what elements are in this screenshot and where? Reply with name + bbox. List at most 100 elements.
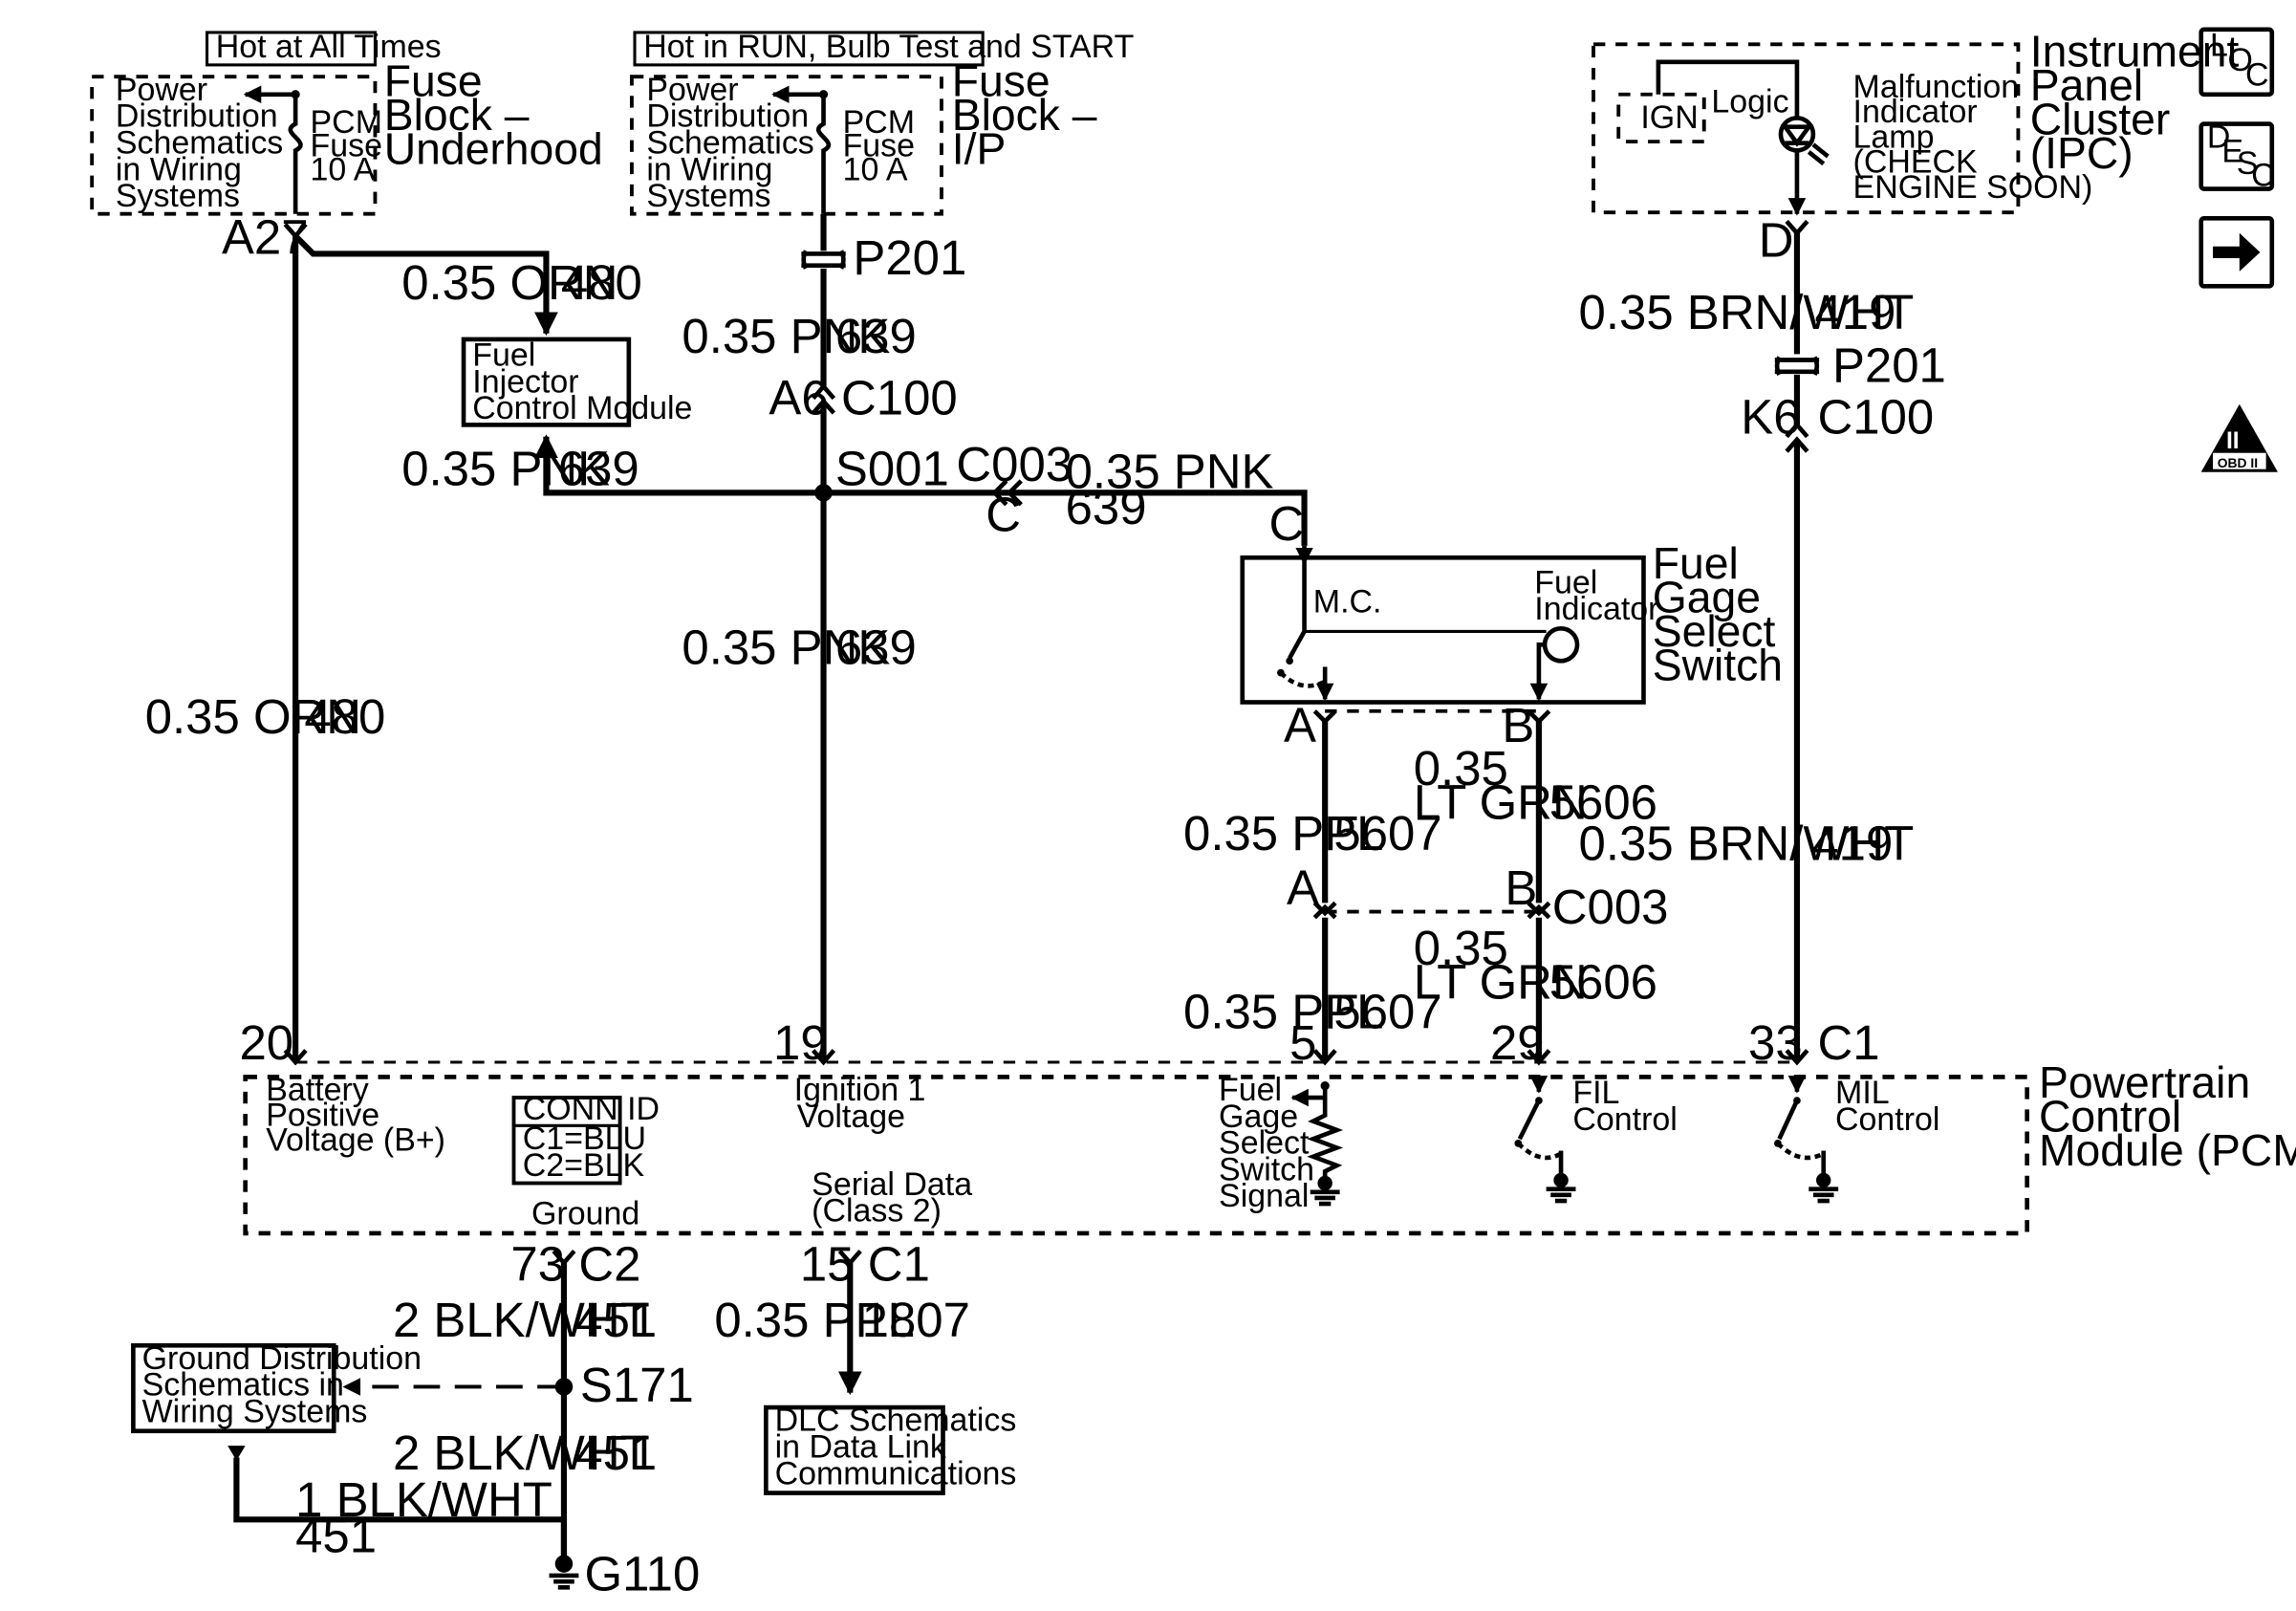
- powertrain-control-module: 20 19 5 29 33 C1 Powertrain Control Modu…: [239, 1015, 2296, 1236]
- fuel-injector-control-module[interactable]: Fuel Injector Control Module: [461, 337, 692, 427]
- svg-text:480: 480: [561, 255, 642, 310]
- svg-text:C100: C100: [841, 371, 958, 425]
- svg-text:C2: C2: [578, 1236, 640, 1291]
- loc-button[interactable]: L O C: [2199, 27, 2275, 98]
- svg-text:0.35 PPL: 0.35 PPL: [1183, 806, 1383, 860]
- svg-text:0.35: 0.35: [1414, 741, 1508, 795]
- svg-text:O: O: [2228, 42, 2253, 78]
- fuel-gage-select-switch: M.C. Fuel Indicator Fuel Gage Select Swi…: [1240, 538, 1783, 705]
- svg-text:E: E: [2221, 134, 2243, 170]
- ipc-outline: [1592, 42, 2021, 215]
- svg-text:33: 33: [1748, 1015, 1803, 1070]
- svg-text:451: 451: [575, 1426, 657, 1480]
- svg-text:A: A: [1284, 698, 1316, 752]
- hot-at-all-times-tag: [205, 31, 377, 67]
- p201-connector-ipc: [1774, 356, 1820, 376]
- svg-text:C003: C003: [956, 437, 1072, 491]
- svg-text:B: B: [1502, 698, 1534, 752]
- fuse-block-ip-outline: [630, 75, 943, 216]
- ground-symbol-fil: [1546, 1186, 1576, 1204]
- svg-text:419: 419: [1814, 285, 1895, 339]
- p201-connector-ip: [801, 250, 846, 270]
- wire-blkwht-451: 73 C2 2 BLK/WHT 451 S171 2 BLK/WHT 451 1…: [227, 1236, 700, 1600]
- wire-brnwht-419: D 0.35 BRN/WHT 419 P201 K6 C100 0.35 BRN…: [1579, 212, 1946, 1059]
- pcm-fuse-ip-label: PCM Fuse 10 A: [843, 104, 924, 187]
- wire-orn-480: A27 0.35 ORN 480 0.35 ORN 480: [145, 209, 642, 1059]
- ground-symbol-fuel: [1310, 1189, 1340, 1207]
- svg-text:2 BLK/WHT: 2 BLK/WHT: [393, 1293, 650, 1347]
- next-page-button[interactable]: [2199, 216, 2275, 289]
- svg-text:5607: 5607: [1333, 984, 1441, 1038]
- loc-icon: [2199, 27, 2275, 98]
- pcm-fuse-ip-symbol: [815, 94, 832, 214]
- svg-text:FIL Control: FIL Control: [1572, 1075, 1677, 1138]
- svg-text:0.35 BRN/WHT: 0.35 BRN/WHT: [1579, 285, 1915, 339]
- fuse-block-ip-title: Fuse Block – I/P: [952, 55, 1110, 173]
- svg-text:0.35 PPL: 0.35 PPL: [1183, 984, 1383, 1038]
- fuse-block-underhood-outline: [90, 75, 378, 216]
- svg-text:D: D: [1759, 212, 1794, 267]
- svg-text:Serial Data (Class 2): Serial Data (Class 2): [812, 1166, 981, 1230]
- svg-text:5607: 5607: [1333, 806, 1441, 860]
- hot-at-all-times-label: Hot at All Times: [216, 29, 442, 65]
- svg-text:OBD II: OBD II: [2218, 455, 2258, 470]
- svg-text:451: 451: [295, 1508, 377, 1562]
- svg-text:B: B: [1505, 860, 1537, 915]
- svg-text:480: 480: [304, 689, 385, 744]
- conn-id-table: CONN ID C1=BLU C2=BLK: [511, 1091, 660, 1186]
- svg-text:D: D: [2207, 119, 2231, 155]
- svg-text:G110: G110: [585, 1546, 701, 1600]
- obd-ii-button[interactable]: II OBD II: [2200, 403, 2278, 472]
- pcm-fuse-underhood-label: PCM Fuse 10 A: [311, 104, 392, 187]
- dlc-schematics-link[interactable]: DLC Schematics in Data Link Communicatio…: [764, 1403, 1025, 1495]
- svg-text:C: C: [986, 487, 1021, 541]
- svg-text:C: C: [1269, 496, 1305, 551]
- svg-text:5: 5: [1289, 1015, 1316, 1070]
- ground-distribution-link[interactable]: Ground Distribution Schematics in Wiring…: [131, 1340, 430, 1434]
- pull-up-resistor: [1307, 1098, 1344, 1181]
- svg-text:0.35 BRN/WHT: 0.35 BRN/WHT: [1579, 816, 1915, 871]
- svg-text:Ignition 1 Voltage: Ignition 1 Voltage: [794, 1072, 935, 1135]
- fuse-block-ip: Hot in RUN, Bulb Test and START Power Di…: [630, 29, 1134, 216]
- svg-text:MIL Control: MIL Control: [1835, 1075, 1939, 1138]
- svg-text:CONN ID: CONN ID: [523, 1091, 660, 1127]
- svg-text:0.35 PNK: 0.35 PNK: [1066, 445, 1274, 499]
- mil-lamp-label: Malfunction Indicator Lamp (CHECK ENGINE…: [1853, 69, 2093, 206]
- svg-text:C1: C1: [1818, 1015, 1880, 1070]
- svg-text:S171: S171: [580, 1358, 694, 1412]
- desc-button[interactable]: D E S C: [2199, 119, 2275, 193]
- svg-text:II: II: [2226, 428, 2240, 454]
- svg-text:0.35: 0.35: [1414, 921, 1508, 975]
- svg-text:A: A: [1287, 860, 1319, 915]
- svg-text:C: C: [2245, 56, 2269, 93]
- svg-text:C100: C100: [1818, 390, 1935, 445]
- pcm-fuse-underhood-symbol: [288, 94, 303, 214]
- svg-text:A6: A6: [769, 371, 828, 425]
- svg-text:19: 19: [773, 1015, 828, 1070]
- svg-text:C: C: [2251, 157, 2275, 193]
- desc-icon: [2199, 121, 2275, 191]
- svg-text:K6: K6: [1741, 390, 1800, 445]
- power-dist-link-ip[interactable]: Power Distribution Schematics in Wiring …: [646, 72, 823, 214]
- power-dist-link-underhood[interactable]: Power Distribution Schematics in Wiring …: [116, 72, 292, 214]
- wire-ppl-5607-and-ltgrn-5606: A B 0.35 PPL 5607 0.35 LT GRN 5606 A B C…: [1183, 698, 1668, 1059]
- svg-text:2 BLK/WHT: 2 BLK/WHT: [393, 1426, 650, 1480]
- svg-text:S: S: [2237, 145, 2259, 182]
- svg-text:P201: P201: [1832, 338, 1946, 393]
- svg-text:29: 29: [1490, 1015, 1545, 1070]
- svg-text:0.35 PNK: 0.35 PNK: [401, 442, 610, 496]
- wire-pnk-639: P201 0.35 PNK 639 A6 C100 S001 0.35 PNK …: [401, 213, 1308, 1059]
- hot-in-run-tag: [633, 31, 985, 67]
- svg-text:639: 639: [558, 442, 639, 496]
- svg-text:C003: C003: [1552, 880, 1669, 934]
- svg-text:20: 20: [239, 1015, 293, 1070]
- svg-text:Fuel Injector Cont: Fuel Injector Control Module: [472, 337, 692, 427]
- svg-text:C1: C1: [868, 1236, 930, 1291]
- svg-text:Battery Positive V: Battery Positive Voltage (B+): [266, 1072, 445, 1158]
- svg-text:15: 15: [800, 1236, 855, 1291]
- svg-text:L: L: [2210, 28, 2228, 64]
- arrow-right-icon: [2199, 216, 2275, 289]
- svg-text:C2=BLK: C2=BLK: [523, 1147, 645, 1184]
- svg-text:0.35 PNK: 0.35 PNK: [682, 620, 890, 674]
